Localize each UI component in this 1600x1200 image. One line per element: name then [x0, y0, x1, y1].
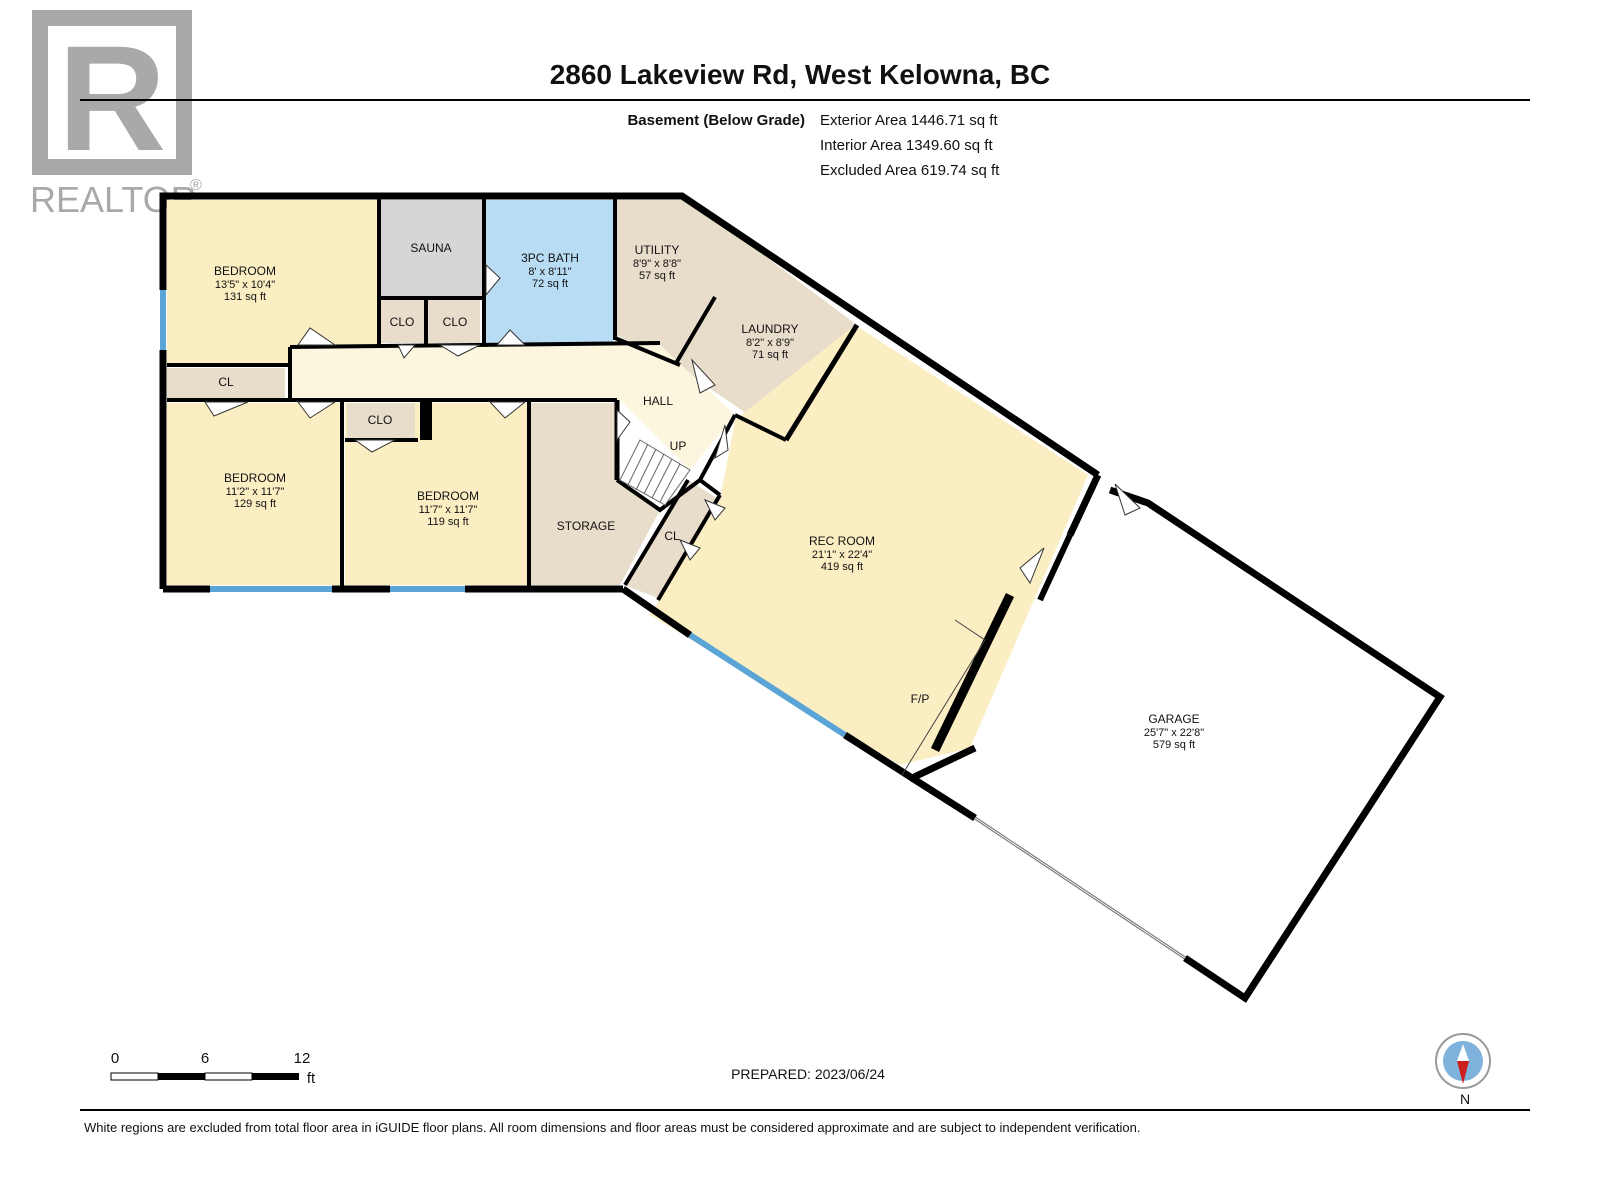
- garage-name: GARAGE: [1148, 712, 1199, 726]
- stairs-up-label: UP: [670, 439, 687, 453]
- window-recroom: [688, 632, 847, 738]
- garage-dims: 25'7" x 22'8": [1144, 727, 1204, 739]
- cl-2-name: CL: [664, 529, 680, 543]
- door-swings: [204, 263, 1141, 585]
- bath-dims: 8' x 8'11": [528, 266, 571, 278]
- utility-area: 57 sq ft: [639, 270, 675, 282]
- excluded-area: Excluded Area 619.74 sq ft: [820, 162, 1000, 179]
- scale-bar: 0 6 12 ft: [110, 1050, 316, 1087]
- bath-name: 3PC BATH: [521, 251, 579, 265]
- cl-2-fill: [624, 480, 720, 598]
- compass-north-label: N: [1460, 1091, 1470, 1107]
- recroom-dims: 21'1" x 22'4": [812, 549, 872, 561]
- clo-3-fill: [347, 403, 415, 439]
- hall-name: HALL: [643, 394, 673, 408]
- scale-unit: ft: [307, 1070, 316, 1087]
- interior-area: Interior Area 1349.60 sq ft: [820, 137, 993, 154]
- scale-tick-0: 0: [111, 1050, 119, 1067]
- fireplace-label: F/P: [911, 692, 930, 706]
- hall-fill: [290, 345, 735, 470]
- sauna-fill: [381, 200, 482, 296]
- stairs: [619, 439, 691, 506]
- utility-name: UTILITY: [635, 243, 680, 257]
- bedroom-2-dims: 11'2" x 11'7": [226, 486, 285, 498]
- garage: [910, 486, 1445, 1003]
- bath-fill: [486, 200, 613, 345]
- clo-2-name: CLO: [443, 315, 468, 329]
- compass-icon: N: [1435, 1033, 1491, 1107]
- storage-fill: [530, 403, 660, 585]
- bedroom-3-name: BEDROOM: [417, 489, 479, 503]
- scale-tick-6: 6: [201, 1050, 209, 1067]
- bedroom-2-fill: [167, 403, 342, 585]
- windows: [160, 290, 847, 738]
- clo-1-fill: [381, 300, 424, 343]
- garage-area: 579 sq ft: [1153, 739, 1195, 751]
- disclaimer: White regions are excluded from total fl…: [84, 1120, 1140, 1135]
- laundry-name: LAUNDRY: [741, 322, 798, 336]
- laundry-dims: 8'2" x 8'9": [746, 337, 794, 349]
- recroom-name: REC ROOM: [809, 534, 875, 548]
- storage-name: STORAGE: [557, 519, 615, 533]
- clo-3-name: CLO: [368, 413, 393, 427]
- room-fills: [167, 200, 1088, 765]
- scale-tick-12: 12: [294, 1050, 311, 1067]
- bedroom-3-area: 119 sq ft: [427, 516, 468, 528]
- page-title: 2860 Lakeview Rd, West Kelowna, BC: [550, 59, 1051, 90]
- exterior-wall: [159, 192, 1100, 478]
- realtor-logo-mark: ®: [190, 177, 202, 194]
- bedroom-1-area: 131 sq ft: [224, 291, 266, 303]
- bedroom-2-name: BEDROOM: [224, 471, 286, 485]
- bedroom-1-name: BEDROOM: [214, 264, 276, 278]
- realtor-logo-letter: R: [58, 14, 166, 182]
- prepared-date: PREPARED: 2023/06/24: [731, 1066, 885, 1082]
- garage-wall: [910, 775, 977, 821]
- laundry-area: 71 sq ft: [752, 349, 788, 361]
- clo-1-name: CLO: [390, 315, 415, 329]
- recroom-area: 419 sq ft: [821, 561, 863, 573]
- utility-dims: 8'9" x 8'8": [633, 258, 681, 270]
- bath-area: 72 sq ft: [532, 278, 568, 290]
- bedroom-3-dims: 11'7" x 11'7": [419, 504, 478, 516]
- utility-fill: [617, 200, 730, 365]
- bedroom-1-fill: [167, 200, 379, 363]
- clo-2-fill: [428, 300, 480, 343]
- bedroom-1-dims: 13'5" x 10'4": [215, 279, 275, 291]
- exterior-area: Exterior Area 1446.71 sq ft: [820, 112, 998, 129]
- floor-name: Basement (Below Grade): [627, 112, 805, 129]
- room-labels: BEDROOM 13'5" x 10'4" 131 sq ft SAUNA 3P…: [214, 241, 1204, 751]
- realtor-logo: R REALTOR ®: [30, 10, 202, 220]
- cl-1-name: CL: [218, 375, 234, 389]
- cl-1-fill: [167, 368, 285, 398]
- sauna-name: SAUNA: [410, 241, 451, 255]
- bedroom-2-area: 129 sq ft: [234, 498, 276, 510]
